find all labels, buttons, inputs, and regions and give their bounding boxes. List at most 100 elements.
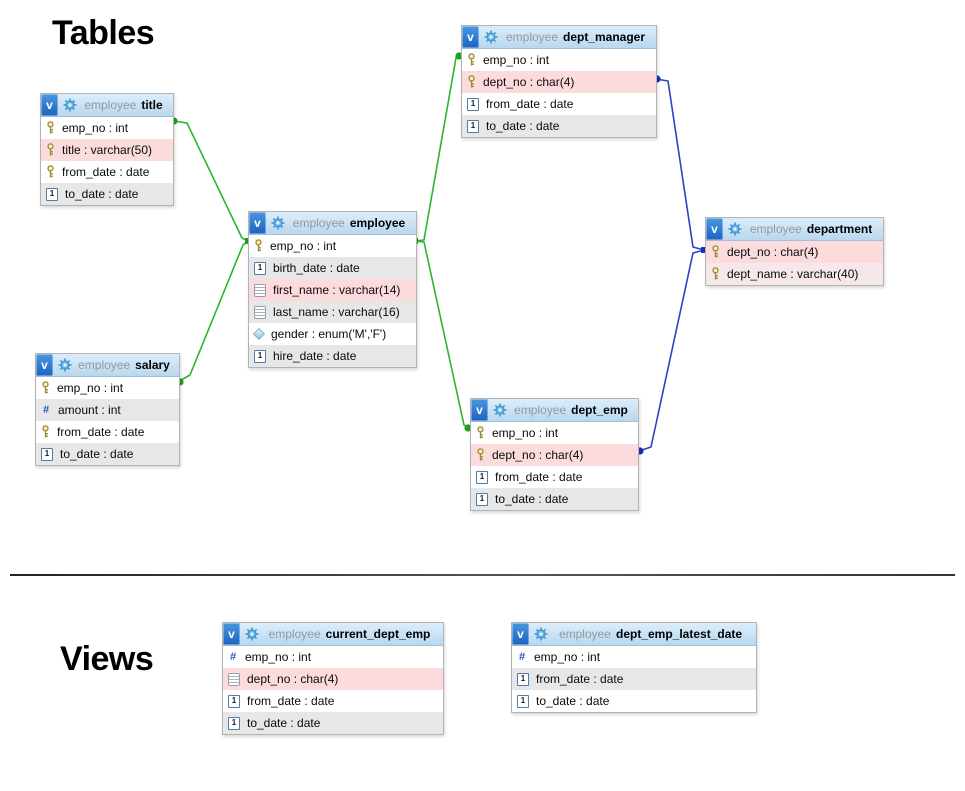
column-row: dept_name : varchar(40) [706, 263, 883, 285]
date-icon [41, 447, 53, 461]
date-icon [228, 716, 240, 730]
numeric-icon [41, 404, 51, 416]
column-row: amount : int [36, 399, 179, 421]
relation-title-employee[interactable] [173, 120, 249, 242]
views-section-title: Views [60, 640, 154, 678]
view-badge-icon: v [41, 94, 58, 116]
key-icon [712, 245, 719, 258]
key-icon [42, 381, 49, 394]
key-icon [477, 448, 484, 461]
key-icon [47, 121, 54, 134]
key-icon [712, 267, 719, 280]
column-row: hire_date : date [249, 345, 416, 367]
green-endpoint-dot [455, 52, 463, 60]
key-icon [47, 143, 54, 156]
column-row: to_date : date [471, 488, 638, 510]
key-icon [255, 239, 262, 252]
gear-icon [58, 358, 72, 372]
key-icon [468, 75, 475, 88]
enum-icon [252, 327, 266, 341]
text-icon [254, 283, 266, 297]
column-row: to_date : date [36, 443, 179, 465]
column-row: emp_no : int [36, 377, 179, 399]
column-row: emp_no : int [41, 117, 173, 139]
column-row: from_date : date [41, 161, 173, 183]
blue-junction-square [701, 247, 707, 253]
view-badge-icon: v [36, 354, 53, 376]
column-row: emp_no : int [223, 646, 443, 668]
column-row: dept_no : char(4) [223, 668, 443, 690]
view-badge-icon: v [223, 623, 240, 645]
date-icon [476, 470, 488, 484]
relation-salary-employee[interactable] [177, 240, 249, 383]
column-row: dept_no : char(4) [706, 241, 883, 263]
numeric-icon [517, 651, 527, 663]
column-row: to_date : date [223, 712, 443, 734]
column-row: to_date : date [462, 115, 656, 137]
key-icon [477, 426, 484, 439]
key-icon [47, 165, 54, 178]
date-icon [228, 694, 240, 708]
column-row: last_name : varchar(16) [249, 301, 416, 323]
date-icon [517, 694, 529, 708]
column-row: emp_no : int [249, 235, 416, 257]
relation-dept-emp-department[interactable] [638, 249, 705, 452]
gear-icon [484, 30, 498, 44]
gear-icon [245, 627, 259, 641]
date-icon [254, 349, 266, 363]
column-row: from_date : date [462, 93, 656, 115]
column-row: emp_no : int [462, 49, 656, 71]
key-icon [42, 425, 49, 438]
view-badge-icon: v [249, 212, 266, 234]
relation-employee-dept-manager[interactable] [414, 55, 463, 242]
relation-employee-dept-emp[interactable] [414, 240, 472, 429]
column-row: from_date : date [512, 668, 756, 690]
column-row: title : varchar(50) [41, 139, 173, 161]
date-icon [46, 187, 58, 201]
tables-section-title: Tables [52, 14, 155, 52]
date-icon [467, 119, 479, 133]
gear-icon [728, 222, 742, 236]
column-row: emp_no : int [471, 422, 638, 444]
column-row: from_date : date [36, 421, 179, 443]
date-icon [467, 97, 479, 111]
key-icon [468, 53, 475, 66]
view-badge-icon: v [512, 623, 529, 645]
view-badge-icon: v [706, 218, 723, 240]
column-row: dept_no : char(4) [462, 71, 656, 93]
column-row: gender : enum('M','F') [249, 323, 416, 345]
relation-dept-manager-department[interactable] [655, 78, 705, 251]
column-row: first_name : varchar(14) [249, 279, 416, 301]
green-endpoint-dot [464, 424, 472, 432]
gear-icon [63, 98, 77, 112]
column-row: dept_no : char(4) [471, 444, 638, 466]
gear-icon [271, 216, 285, 230]
date-icon [517, 672, 529, 686]
column-row: to_date : date [512, 690, 756, 712]
view-badge-icon: v [471, 399, 488, 421]
section-divider [10, 574, 955, 576]
